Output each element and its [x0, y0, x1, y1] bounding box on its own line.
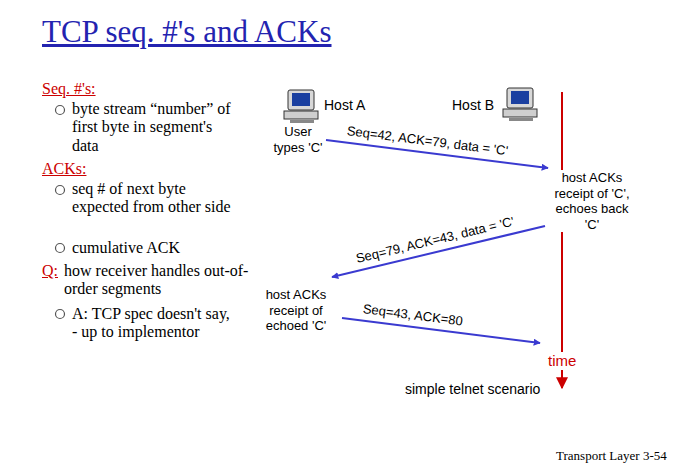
- base: [503, 109, 537, 117]
- time-axis: [561, 92, 563, 388]
- keyboard: [509, 118, 533, 121]
- event-note: User types 'C': [272, 124, 324, 155]
- host-name: Host A: [324, 97, 365, 114]
- segment-label: Seq=79, ACK=43, data = 'C': [354, 214, 515, 267]
- bullet-text: A: TCP spec doesn't say, - up to impleme…: [72, 305, 232, 342]
- segment-label: Seq=43, ACK=80: [362, 301, 464, 329]
- base: [284, 111, 318, 119]
- screen: [511, 91, 529, 104]
- topic-heading: ACKs:: [42, 160, 86, 178]
- messages: [326, 140, 548, 343]
- footer-text: Transport Layer 3-54: [556, 449, 667, 464]
- bullet-text: cumulative ACK: [72, 239, 180, 257]
- monitor: [288, 90, 314, 110]
- bullets: [56, 106, 65, 319]
- scenario-caption: simple telnet scenario: [405, 381, 540, 398]
- computer-icon: [503, 88, 537, 121]
- question-mark-label: Q:: [42, 262, 58, 280]
- bullet: [56, 244, 65, 253]
- question-text: how receiver handles out-of-order segmen…: [64, 262, 264, 299]
- event-note: host ACKs receipt of 'C', echoes back 'C…: [550, 170, 634, 232]
- bullet-text: byte stream “number” of first byte in se…: [72, 100, 237, 155]
- computer-icon: [284, 90, 318, 123]
- event-note: host ACKs receipt of echoed 'C': [258, 287, 334, 334]
- screen: [292, 93, 310, 106]
- slide-title: TCP seq. #'s and ACKs: [42, 14, 332, 50]
- time-label: time: [546, 352, 578, 370]
- monitor: [507, 88, 533, 108]
- topic-heading: Seq. #'s:: [42, 80, 96, 98]
- host-name: Host B: [452, 97, 494, 114]
- bullet: [56, 186, 65, 195]
- keyboard: [290, 120, 314, 123]
- bullet: [56, 106, 65, 115]
- bullet: [56, 310, 65, 319]
- bullet-text: seq # of next byte expected from other s…: [72, 180, 237, 217]
